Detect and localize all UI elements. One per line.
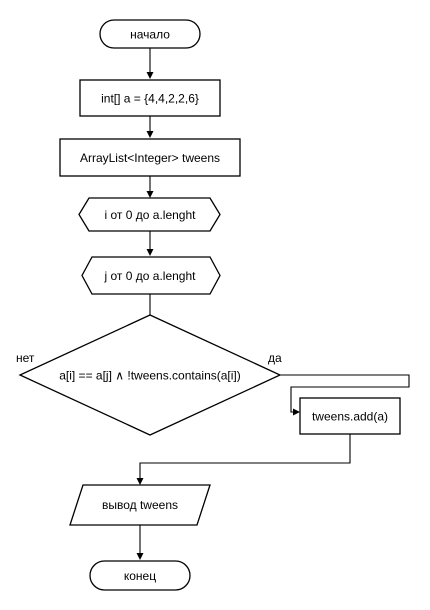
end-node: конец bbox=[89, 560, 191, 591]
arrowhead-loop-j bbox=[146, 249, 154, 256]
init-list-node: ArrayList<Integer> tweens bbox=[59, 138, 241, 177]
arrowhead-list bbox=[146, 131, 154, 138]
loop-j-node: j от 0 до a.lenght bbox=[81, 256, 221, 295]
loop-j-label: j от 0 до a.lenght bbox=[104, 269, 197, 283]
start-node: начало bbox=[99, 19, 201, 49]
add-label: tweens.add(a) bbox=[312, 410, 388, 424]
condition-node: a[i] == a[j] ∧ !tweens.contains(a[i]) bbox=[18, 314, 282, 436]
condition-label: a[i] == a[j] ∧ !tweens.contains(a[i]) bbox=[59, 369, 241, 383]
loop-i-node: i от 0 до a.lenght bbox=[78, 197, 221, 232]
connectors bbox=[136, 48, 410, 560]
edge-yes-branch bbox=[280, 374, 410, 413]
init-array-label: int[] a = {4,4,2,2,6} bbox=[101, 92, 199, 106]
end-label: конец bbox=[124, 569, 156, 583]
arrowhead-output bbox=[136, 478, 144, 485]
add-node: tweens.add(a) bbox=[299, 397, 401, 435]
arrowhead-add bbox=[293, 408, 300, 416]
loop-i-label: i от 0 до a.lenght bbox=[105, 208, 197, 222]
arrowhead-loop-i bbox=[146, 191, 154, 198]
arrowhead-end bbox=[136, 553, 144, 560]
edge-add-to-output bbox=[139, 434, 351, 480]
output-node: вывод tweens bbox=[69, 484, 211, 526]
init-array-node: int[] a = {4,4,2,2,6} bbox=[79, 79, 221, 117]
branch-no-label: нет bbox=[16, 351, 35, 365]
branch-yes-label: да bbox=[268, 351, 282, 365]
init-list-label: ArrayList<Integer> tweens bbox=[80, 151, 220, 165]
start-label: начало bbox=[130, 28, 170, 42]
output-label: вывод tweens bbox=[102, 498, 178, 512]
arrowhead-array bbox=[146, 72, 154, 79]
